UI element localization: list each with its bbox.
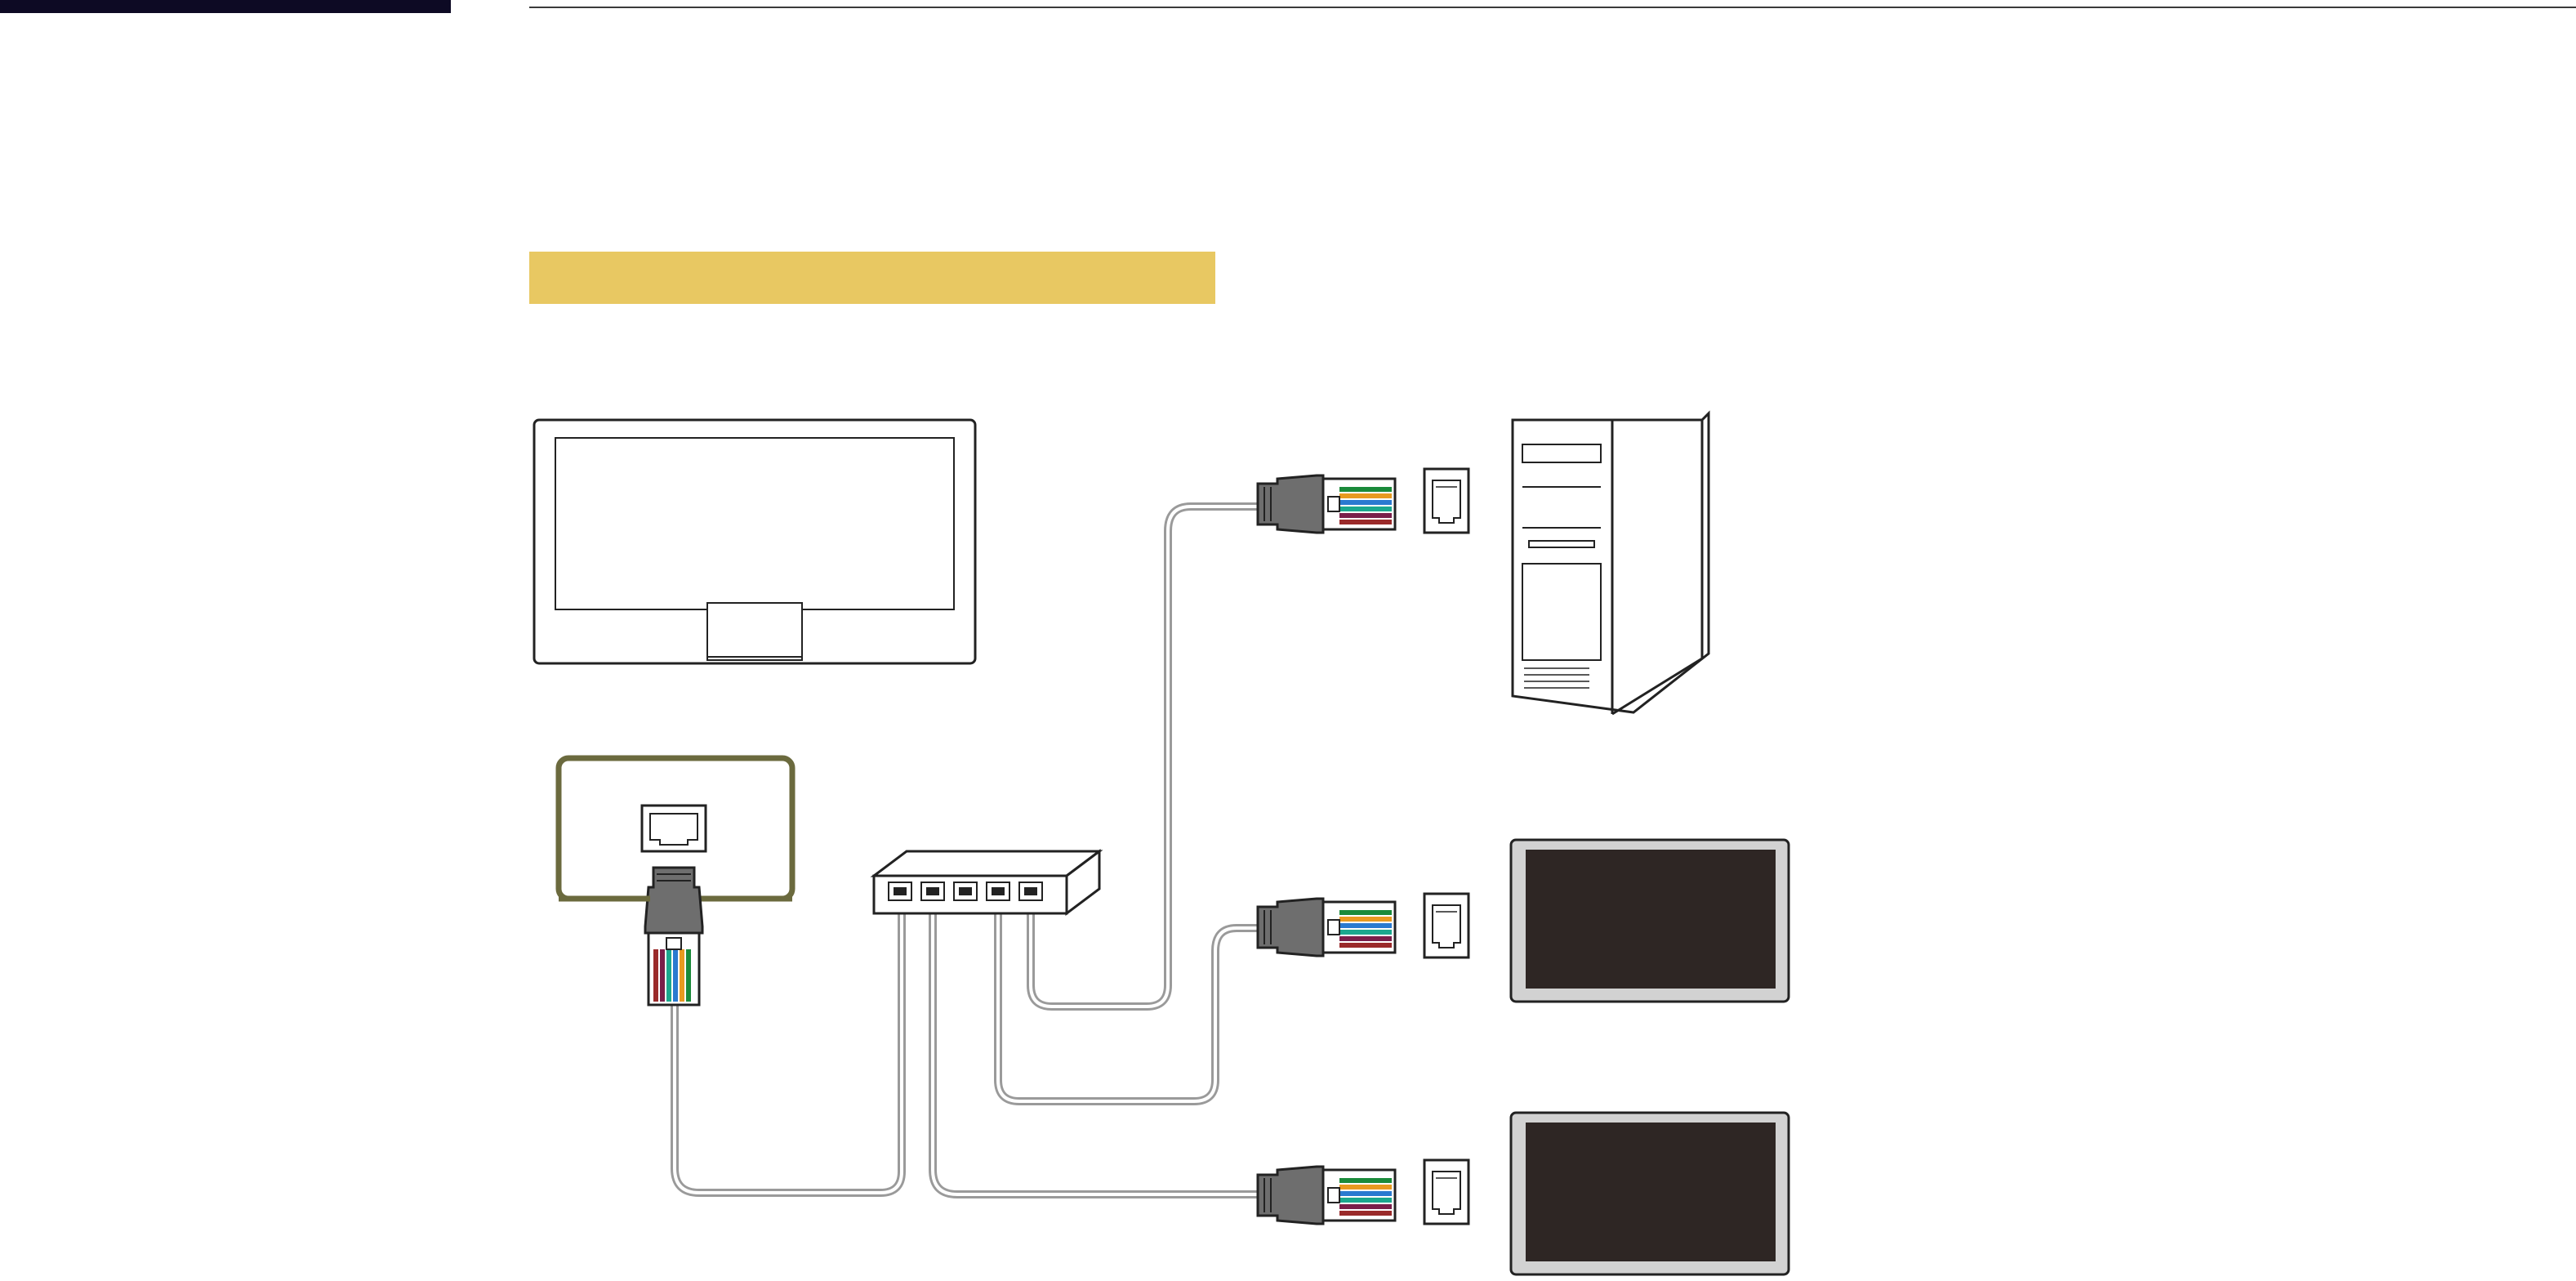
network-hub-icon xyxy=(870,849,1103,916)
rj45-plug-icon xyxy=(1256,1165,1397,1225)
rj45-jack-icon xyxy=(1423,467,1470,534)
rj45-jack-icon xyxy=(1423,1158,1470,1225)
header-rule xyxy=(529,7,2576,8)
rj45-jack-icon xyxy=(1423,892,1470,959)
section-header-band xyxy=(529,252,1215,304)
lan-port-panel-icon xyxy=(555,755,796,902)
rj45-plug-icon xyxy=(1256,474,1397,534)
display-screen-icon xyxy=(1509,838,1790,1003)
monitor-rear-icon xyxy=(533,418,977,665)
rj45-plug-icon xyxy=(644,866,704,1006)
pc-tower-icon xyxy=(1511,410,1710,716)
rj45-plug-icon xyxy=(1256,897,1397,957)
display-screen-icon xyxy=(1509,1111,1790,1276)
header-bar xyxy=(0,0,451,13)
cables xyxy=(671,502,1258,1198)
